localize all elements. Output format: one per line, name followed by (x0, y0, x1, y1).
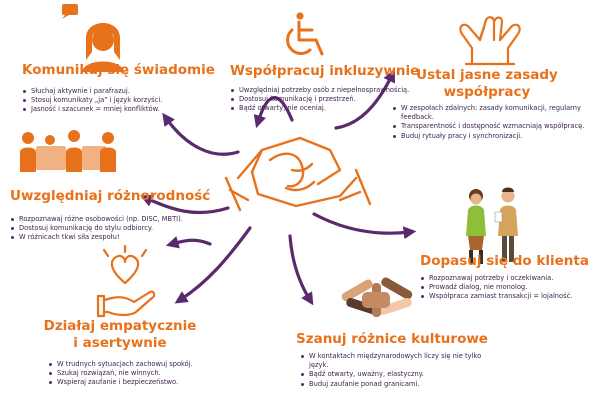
section-ustal: Ustal jasne zasady współpracy (412, 67, 562, 101)
szanuj-list: W kontaktach międzynarodowych liczy się … (300, 352, 500, 389)
client-meeting-icon (466, 187, 518, 264)
heart-hand-icon (96, 244, 156, 318)
list-item: W kontaktach międzynarodowych liczy się … (300, 352, 500, 370)
dopasuj-title: Dopasuj się do klienta (420, 253, 589, 269)
dzialaj-list: W trudnych sytuacjach zachowuj spokój. S… (48, 360, 228, 388)
dzialaj-title-line1: Działaj empatycznie (43, 318, 197, 334)
wheelchair-icon (286, 12, 324, 56)
arrow-to-komunikuj (162, 112, 240, 156)
list-item: Wspieraj zaufanie i bezpieczeństwo. (48, 378, 228, 387)
list-item: Dostosuj komunikację do stylu odbiorcy. (10, 224, 210, 233)
arrow-to-dzialaj (174, 226, 252, 304)
list-item: W różnicach tkwi siła zespołu! (10, 233, 210, 242)
list-item: Szukaj rozwiązań, nie winnych. (48, 369, 228, 378)
section-komunikuj: Komunikuj się świadomie Słuchaj aktywnie… (22, 62, 215, 115)
list-item: W zespołach zdalnych: zasady komunikacji… (392, 104, 592, 122)
list-item: Współpraca zamiast transakcji = lojalnoś… (420, 292, 592, 301)
list-item: Dostosuj komunikację i przestrzeń. (230, 95, 430, 104)
arrow-to-uwzgledniaj (140, 194, 230, 215)
wspolpracuj-list: Uwzględniaj potrzeby osób z niepełnospra… (230, 86, 430, 114)
ustal-title-line2: współpracy (443, 84, 531, 100)
arrow-to-dopasuj (312, 212, 417, 240)
list-item: W trudnych sytuacjach zachowuj spokój. (48, 360, 228, 369)
arrow-to-szanuj (288, 234, 314, 306)
arrow-to-ustal (334, 69, 395, 130)
ustal-title-line1: Ustal jasne zasady (416, 67, 558, 83)
wspolpracuj-title: Współpracuj inkluzywnie (230, 63, 420, 79)
list-item: Bądź otwarty, nie oceniaj. (230, 104, 430, 113)
woman-speaking-icon (62, 4, 124, 72)
arrow-small (165, 236, 212, 249)
joined-hands-icon (459, 16, 521, 66)
list-item: Stosuj komunikaty „ja” i język korzyści. (22, 96, 212, 105)
komunikuj-list: Słuchaj aktywnie i parafrazuj. Stosuj ko… (22, 87, 212, 115)
list-item: Buduj zaufanie ponad granicami. (300, 380, 500, 389)
list-item: Buduj rytuały pracy i synchronizacji. (392, 132, 592, 141)
diverse-team-icon (20, 130, 116, 172)
list-item: Jasność i szacunek = mniej konfliktów. (22, 105, 212, 114)
uwzgledniaj-title: Uwzględniaj różnorodność (10, 188, 211, 204)
section-uwzgledniaj: Uwzględniaj różnorodność Rozpoznawaj róż… (10, 188, 210, 243)
dzialaj-title-line2: i asertywnie (73, 335, 167, 351)
list-item: Uwzględniaj potrzeby osób z niepełnospra… (230, 86, 430, 95)
list-item: Prowadź dialog, nie monolog. (420, 283, 592, 292)
list-item: Rozpoznawaj różne osobowości (np. DISC, … (10, 215, 210, 224)
dopasuj-list: Rozpoznawaj potrzeby i oczekiwania. Prow… (420, 274, 592, 302)
section-dopasuj: Dopasuj się do klienta Rozpoznawaj potrz… (420, 253, 592, 302)
list-item: Słuchaj aktywnie i parafrazuj. (22, 87, 212, 96)
komunikuj-title: Komunikuj się świadomie (22, 62, 215, 78)
list-item: Rozpoznawaj potrzeby i oczekiwania. (420, 274, 592, 283)
stacked-hands-icon (341, 277, 413, 317)
ustal-list: W zespołach zdalnych: zasady komunikacji… (392, 104, 592, 141)
section-dzialaj: Działaj empatycznie i asertywnie (40, 318, 200, 352)
szanuj-title: Szanuj różnice kulturowe (296, 331, 488, 347)
section-szanuj: Szanuj różnice kulturowe (296, 331, 516, 348)
list-item: Bądź otwarty, uważny, elastyczny. (300, 370, 500, 379)
arrow-to-wspolpracuj (253, 96, 294, 129)
uwzgledniaj-list: Rozpoznawaj różne osobowości (np. DISC, … (10, 215, 210, 243)
list-item: Transparentność i dostępność wzmacniają … (392, 122, 592, 131)
section-wspolpracuj: Współpracuj inkluzywnie Uwzględniaj potr… (230, 63, 430, 114)
